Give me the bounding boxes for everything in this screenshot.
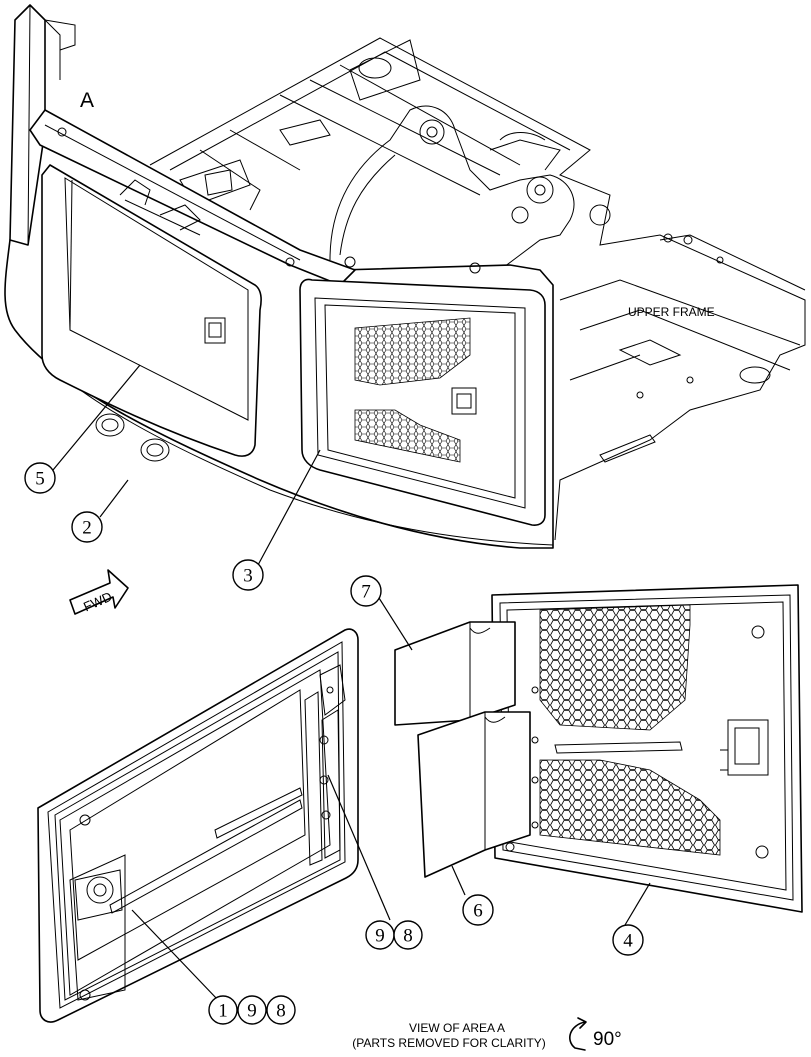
callout-1-9-8-third: 8 <box>276 1001 286 1022</box>
leader-lines <box>52 364 651 1001</box>
view-title-line2: (PARTS REMOVED FOR CLARITY) <box>352 1036 546 1050</box>
callout-6-text: 6 <box>473 901 483 922</box>
callout-1-9-8: 1 9 8 <box>208 995 296 1025</box>
callout-1-9-8-second: 9 <box>247 1001 257 1022</box>
callout-3: 3 <box>232 559 264 591</box>
callout-2: 2 <box>71 511 103 543</box>
forward-arrow-icon: FWD <box>69 569 129 615</box>
upper-frame-label: UPPER FRAME <box>628 305 715 319</box>
lower-door-assembly <box>37 628 359 1023</box>
view-title-line1: VIEW OF AREA A <box>409 1021 505 1035</box>
callout-5: 5 <box>24 462 56 494</box>
callout-5-text: 5 <box>35 469 45 490</box>
callout-6: 6 <box>462 894 494 926</box>
callout-7: 7 <box>350 575 382 607</box>
callout-2-text: 2 <box>82 518 92 539</box>
rotation-label: 90° <box>593 1029 622 1050</box>
callout-9-8: 9 8 <box>365 920 423 950</box>
callout-1-9-8-first: 1 <box>218 1001 228 1022</box>
top-grille-pattern <box>354 317 471 463</box>
callout-9-8-second: 8 <box>403 926 413 947</box>
callout-4-text: 4 <box>623 931 633 952</box>
callout-7-text: 7 <box>361 582 371 603</box>
callout-9-8-first: 9 <box>375 926 385 947</box>
area-a-view <box>394 584 803 913</box>
callout-3-text: 3 <box>243 566 253 587</box>
callout-4: 4 <box>612 924 644 956</box>
rotate-arrow-icon <box>569 1017 587 1051</box>
area-a-marker: A <box>80 89 94 112</box>
